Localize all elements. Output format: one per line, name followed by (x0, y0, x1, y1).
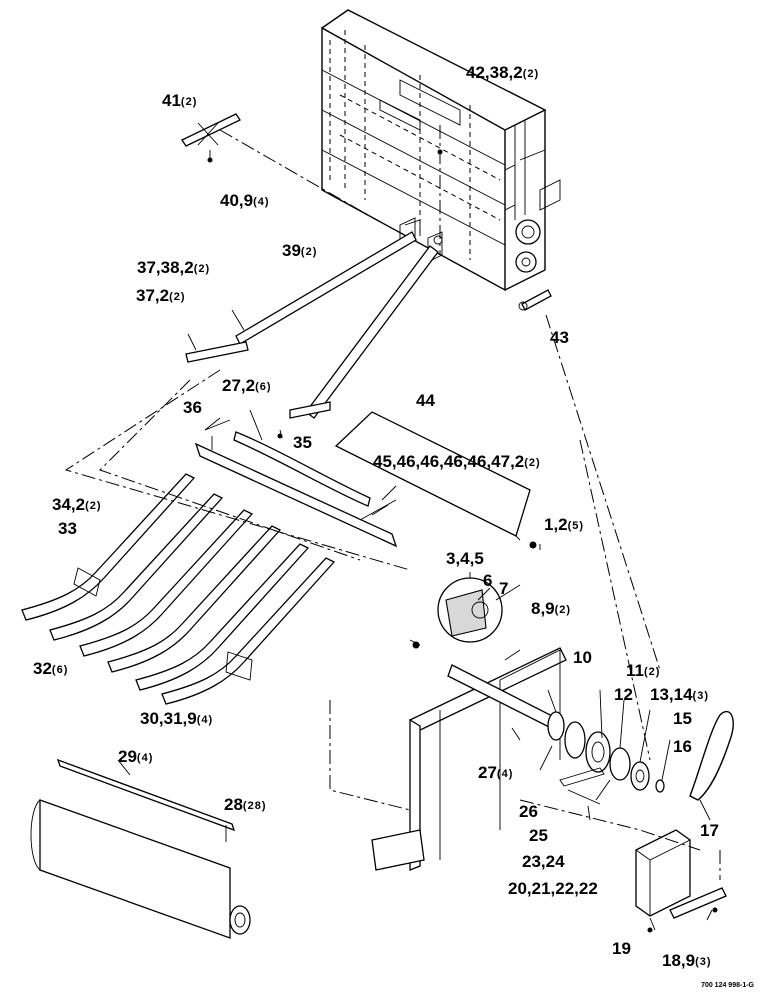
leader-41 (219, 129, 369, 216)
part-30-bracket (225, 651, 253, 681)
callout-43: 43 (550, 328, 569, 347)
callout-18-9: 18,9(3) (662, 951, 712, 970)
part-28-29-drum (30, 758, 251, 939)
part-17-belt (689, 710, 734, 801)
callout-26: 26 (519, 802, 538, 821)
callout-36: 36 (183, 398, 202, 417)
callout-45-47: 45,46,46,46,46,47,2(2) (373, 452, 541, 471)
callout-1-2: 1,2(5) (544, 515, 585, 534)
part-18-bracket (669, 887, 727, 919)
part-6-7-detail (437, 577, 503, 643)
callout-41: 41(2) (162, 91, 198, 110)
callout-19: 19 (612, 939, 631, 958)
callout-29: 29(4) (118, 747, 154, 766)
callout-28: 28(28) (224, 795, 267, 814)
callout-16: 16 (673, 737, 692, 756)
callout-35: 35 (293, 433, 312, 452)
callout-37-2: 37,2(2) (136, 286, 186, 305)
callout-32: 32(6) (33, 659, 69, 678)
callout-11: 11(2) (626, 661, 661, 680)
part-41-marker (197, 122, 219, 146)
callout-17: 17 (700, 821, 719, 840)
callout-42: 42,38,2(2) (466, 63, 540, 82)
part-25-pin (567, 789, 601, 805)
part-43-pin (518, 289, 552, 311)
callout-10: 10 (573, 648, 592, 667)
part-39-braces (185, 219, 443, 419)
callout-7: 7 (499, 579, 509, 598)
callout-25: 25 (529, 826, 548, 845)
callout-34-2: 34,2(2) (52, 495, 102, 514)
callout-15: 15 (673, 709, 692, 728)
callout-30-31-9: 30,31,9(4) (140, 709, 214, 728)
housing-assembly (321, 9, 561, 292)
callout-12: 12 (614, 685, 633, 704)
part-19-shield (635, 829, 691, 917)
callout-8-9: 8,9(2) (531, 599, 572, 618)
part-26-key (559, 767, 605, 787)
callout-20-22: 20,21,22,22 (508, 879, 598, 898)
part-41-plate (181, 113, 241, 147)
callout-40: 40,9(4) (220, 191, 270, 210)
part-44-edge (335, 445, 521, 541)
shaft-assembly (447, 664, 665, 793)
part-33-bracket (73, 567, 101, 597)
part-35-frame (194, 419, 398, 548)
figure-id: 700 124 998-1-G (701, 982, 754, 989)
bolt-markers (207, 149, 718, 933)
callout-13-14: 13,14(3) (650, 685, 709, 704)
callout-27: 27(4) (478, 763, 514, 782)
callout-33: 33 (58, 519, 77, 538)
part-32-tines (21, 473, 336, 705)
callout-37-38-2: 37,38,2(2) (137, 258, 211, 277)
callout-23-24: 23,24 (522, 852, 565, 871)
callout-27-2: 27,2(6) (222, 376, 272, 395)
callout-6: 6 (483, 571, 493, 590)
callout-44: 44 (416, 391, 435, 410)
callout-39: 39(2) (282, 241, 318, 260)
callout-3-4-5: 3,4,5 (446, 549, 484, 568)
